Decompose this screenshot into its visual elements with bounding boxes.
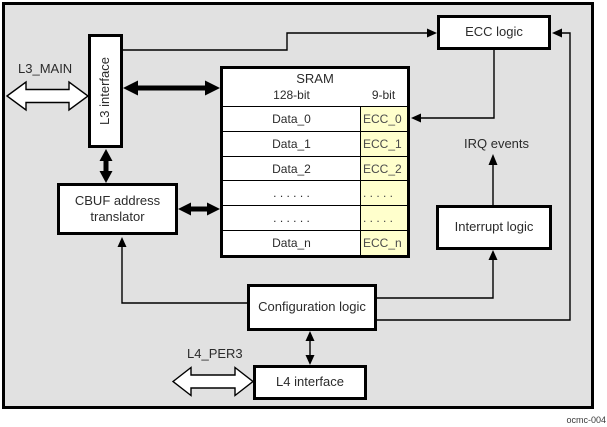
figure-id-watermark: ocmc-004	[566, 415, 606, 425]
ecc-cell: ECC_n	[360, 231, 407, 255]
ecc-logic-label: ECC logic	[465, 24, 523, 40]
table-row: . . . . . . . . . . .	[223, 180, 407, 206]
l4-interface-label: L4 interface	[276, 374, 344, 390]
l3-interface-box: L3 interface	[88, 34, 123, 148]
ecc-cell: ECC_0	[360, 107, 407, 131]
ecc-cell: . . . . .	[360, 206, 407, 231]
data-cell: . . . . . .	[273, 211, 310, 226]
interrupt-logic-label: Interrupt logic	[454, 219, 534, 235]
data-cell: Data_1	[272, 136, 311, 151]
ecc-cell: ECC_1	[360, 131, 407, 156]
data-cell: Data_2	[272, 161, 311, 176]
interrupt-logic-box: Interrupt logic	[436, 205, 552, 250]
table-row: Data_n ECC_n	[223, 230, 407, 255]
data-cell: . . . . . .	[273, 186, 310, 201]
data-cell: Data_n	[272, 236, 311, 251]
table-row: Data_2 ECC_2	[223, 155, 407, 181]
l4-per3-label: L4_PER3	[187, 346, 243, 361]
l3-interface-label: L3 interface	[97, 57, 113, 125]
table-row: Data_0 ECC_0	[223, 106, 407, 131]
cbuf-label-line2: translator	[90, 209, 145, 224]
cbuf-address-translator-label: CBUF address translator	[75, 193, 160, 226]
table-row: . . . . . . . . . . .	[223, 205, 407, 231]
ecc-logic-box: ECC logic	[437, 15, 551, 50]
sram-title: SRAM	[296, 71, 334, 86]
irq-events-label: IRQ events	[464, 136, 530, 151]
data-cell: Data_0	[272, 111, 311, 126]
sram-table-header: SRAM 128-bit 9-bit	[223, 69, 407, 106]
cbuf-address-translator-box: CBUF address translator	[57, 183, 178, 235]
cbuf-label-line1: CBUF address	[74, 192, 161, 208]
sram-table: SRAM 128-bit 9-bit Data_0 ECC_0 Data_1 E…	[220, 66, 410, 258]
configuration-logic-label: Configuration logic	[258, 299, 366, 315]
sram-col-header-data: 128-bit	[273, 88, 310, 102]
configuration-logic-box: Configuration logic	[247, 284, 377, 331]
table-row: Data_1 ECC_1	[223, 130, 407, 156]
sram-col-header-ecc: 9-bit	[371, 88, 396, 102]
ecc-cell: ECC_2	[360, 156, 407, 181]
l3-main-label: L3_MAIN	[18, 61, 73, 76]
ecc-cell: . . . . .	[360, 181, 407, 206]
l4-interface-box: L4 interface	[253, 365, 367, 400]
